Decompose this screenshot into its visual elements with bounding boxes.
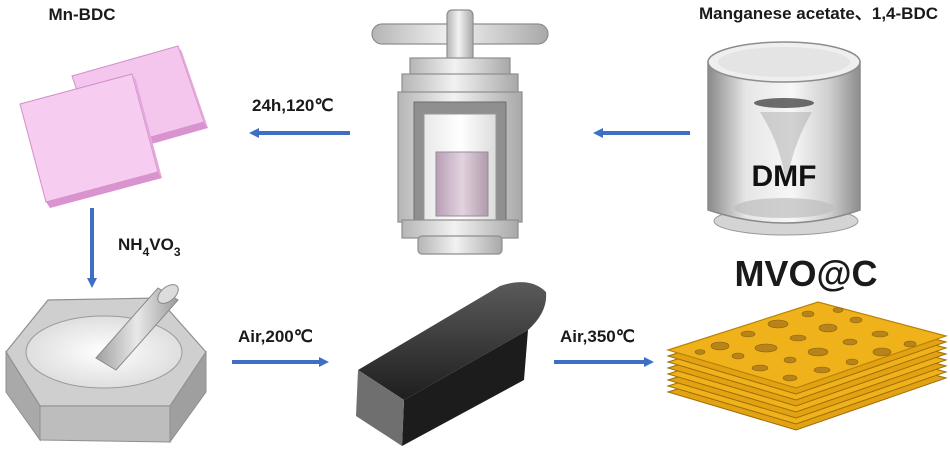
hydrothermal-label: 24h,120℃ xyxy=(252,96,333,115)
nh4vo3-sub-3: 3 xyxy=(174,245,181,259)
mn-bdc-label: Mn-BDC xyxy=(48,5,115,24)
mn-bdc-plates xyxy=(19,45,208,208)
carbon-block xyxy=(356,282,547,446)
air200-label: Air,200℃ xyxy=(238,327,313,346)
nh4vo3-part-nh: NH xyxy=(118,235,143,254)
reagents-label: Manganese acetate、1,4-BDC xyxy=(699,4,938,23)
autoclave xyxy=(371,9,549,255)
air350-label: Air,350℃ xyxy=(560,327,635,346)
nh4vo3-part-vo: VO xyxy=(149,235,174,254)
dmf-label: DMF xyxy=(752,160,817,193)
nh4vo3-sub-4: 4 xyxy=(143,245,150,259)
mortar-pestle xyxy=(5,284,207,444)
beaker-dmf: DMF xyxy=(707,41,861,236)
mvo-c-sheets xyxy=(665,301,949,431)
product-label: MVO@C xyxy=(734,253,877,294)
nh4vo3-label: NH4VO3 xyxy=(118,235,181,259)
